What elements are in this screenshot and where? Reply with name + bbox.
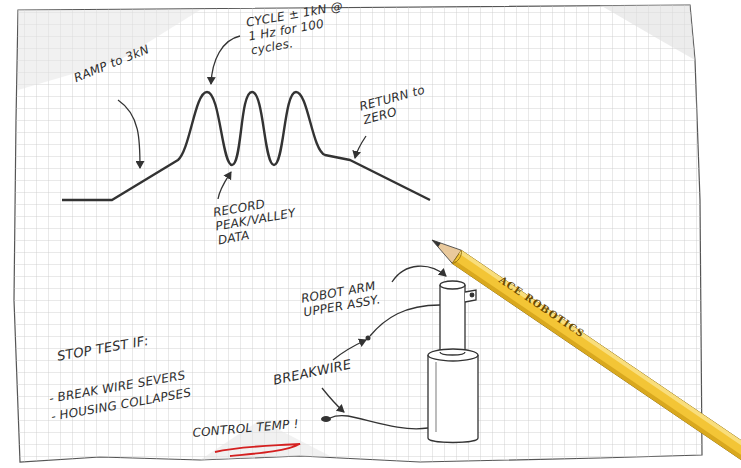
upper-tube-top xyxy=(440,281,465,289)
breakwire xyxy=(370,305,440,336)
leader-arrow xyxy=(355,136,366,158)
leader-arrow xyxy=(322,388,344,412)
upper-tube xyxy=(440,285,465,352)
sensor-tip xyxy=(321,416,331,422)
pencil-body xyxy=(452,250,741,468)
leader-arrow xyxy=(118,100,140,168)
leader-arrow xyxy=(392,266,446,282)
paper-shading xyxy=(18,10,200,90)
lower-housing xyxy=(428,355,478,443)
housing-shade xyxy=(435,362,436,432)
paper-shading xyxy=(600,5,695,60)
thermocouple-wire xyxy=(330,416,428,429)
tube-joint xyxy=(440,352,465,355)
leader-arrow xyxy=(218,172,231,199)
clamp-hole xyxy=(470,293,474,297)
pencil-edge xyxy=(452,250,463,265)
lower-housing-top xyxy=(428,349,478,361)
pencil xyxy=(428,233,741,468)
red-underline xyxy=(215,444,300,456)
leader-arrow xyxy=(211,36,240,84)
pencil-shadow xyxy=(452,260,741,468)
pencil-lead xyxy=(431,238,441,247)
wire-end xyxy=(366,336,371,341)
clamp-ear xyxy=(465,290,476,302)
